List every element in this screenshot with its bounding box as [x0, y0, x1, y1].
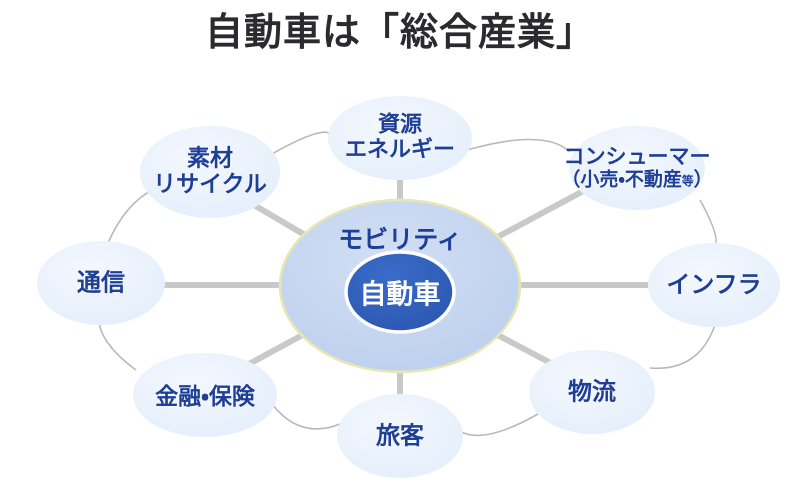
ring-arc-finance-telecom [98, 321, 137, 371]
ring-arc-logistics-passenger [455, 413, 539, 437]
ring-arc-consumer-infra [699, 199, 717, 248]
ring-arc-materials-resources [264, 131, 334, 159]
ring-arc-resources-consumer [466, 138, 571, 153]
center-automobile-shape[interactable] [344, 250, 456, 334]
node-telecom-shape[interactable] [37, 241, 165, 325]
ring-arcs [98, 131, 717, 437]
node-logistics-shape[interactable] [529, 350, 655, 434]
node-infrastructure-shape[interactable] [648, 243, 780, 327]
ring-arc-passenger-finance [271, 403, 341, 430]
ring-arc-infra-logistics [649, 321, 717, 370]
satellite-nodes [37, 96, 780, 478]
node-materials-recycle-shape[interactable] [140, 126, 280, 218]
node-passenger-shape[interactable] [337, 394, 463, 478]
node-finance-insurance-shape[interactable] [133, 353, 277, 437]
node-consumer-shape[interactable] [569, 126, 705, 210]
node-resources-energy-shape[interactable] [328, 96, 472, 180]
page-title: 自動車は「総合産業」 [204, 10, 595, 54]
